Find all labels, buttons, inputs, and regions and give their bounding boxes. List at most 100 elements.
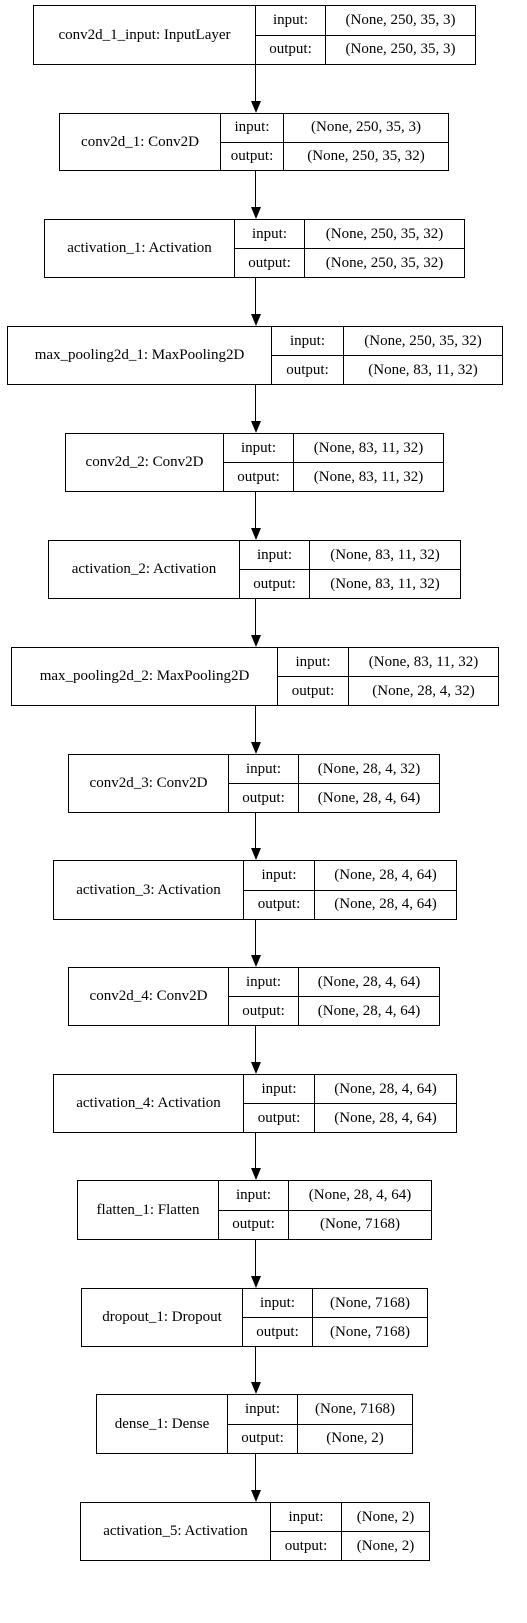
input-shape: (None, 28, 4, 64) [299, 968, 439, 997]
output-label: output: [291, 682, 335, 699]
output-label: output: [256, 1323, 299, 1340]
input-label: input: [271, 1503, 341, 1532]
input-label: input: [235, 220, 304, 249]
input-shape: (None, 250, 35, 32) [344, 327, 502, 356]
edge-line [255, 1454, 256, 1490]
arrow-down-icon [250, 101, 261, 113]
edge-line [255, 1240, 256, 1276]
output-label: output: [237, 468, 280, 485]
edge-line [255, 920, 256, 955]
layer-name: max_pooling2d_2: MaxPooling2D [12, 648, 278, 705]
edge-line [255, 278, 256, 314]
layer-name: conv2d_1: Conv2D [60, 114, 221, 170]
edge-line [255, 813, 256, 848]
input-shape: (None, 28, 4, 64) [315, 1075, 456, 1104]
edge-line [255, 599, 256, 635]
layer-name: conv2d_1_input: InputLayer [34, 6, 256, 64]
input-label: input: [219, 1181, 288, 1211]
input-label: input: [221, 114, 283, 143]
layer-name: max_pooling2d_1: MaxPooling2D [8, 327, 272, 384]
output-label: output: [284, 1537, 328, 1554]
output-shape: (None, 28, 4, 64) [317, 789, 421, 806]
layer-name: dense_1: Dense [97, 1395, 228, 1453]
arrow-down-icon [250, 421, 261, 433]
input-label: input: [272, 327, 343, 356]
input-shape: (None, 28, 4, 32) [299, 755, 439, 784]
output-shape: (None, 28, 4, 32) [372, 682, 475, 699]
arrow-down-icon [250, 1168, 261, 1180]
input-shape: (None, 83, 11, 32) [294, 434, 443, 463]
output-label: output: [232, 1216, 275, 1233]
input-shape: (None, 7168) [298, 1395, 412, 1425]
output-label: output: [253, 575, 296, 592]
layer-name: activation_3: Activation [54, 861, 244, 919]
input-label: input: [228, 1395, 297, 1425]
input-label: input: [240, 541, 309, 570]
output-shape: (None, 28, 4, 64) [334, 896, 437, 913]
edge-line [255, 385, 256, 421]
output-label: output: [230, 147, 274, 164]
input-label: input: [244, 861, 314, 891]
output-shape: (None, 83, 11, 32) [368, 361, 478, 378]
input-shape: (None, 250, 35, 3) [326, 6, 475, 36]
output-label: output: [257, 1109, 301, 1126]
input-shape: (None, 28, 4, 64) [289, 1181, 431, 1211]
input-shape: (None, 7168) [313, 1289, 427, 1318]
arrow-down-icon [250, 1490, 261, 1502]
output-shape: (None, 7168) [320, 1216, 400, 1233]
output-shape: (None, 83, 11, 32) [313, 468, 424, 485]
input-label: input: [278, 648, 348, 677]
arrow-down-icon [250, 848, 261, 860]
input-shape: (None, 28, 4, 64) [315, 861, 456, 891]
layer-name: conv2d_3: Conv2D [69, 755, 229, 812]
input-shape: (None, 83, 11, 32) [349, 648, 498, 677]
output-label: output: [248, 254, 291, 271]
layer-name: dropout_1: Dropout [82, 1289, 243, 1346]
layer-name: activation_2: Activation [49, 541, 240, 598]
input-label: input: [244, 1075, 314, 1104]
input-label: input: [229, 755, 298, 784]
input-shape: (None, 250, 35, 32) [305, 220, 464, 249]
output-label: output: [257, 896, 301, 913]
edge-line [255, 492, 256, 528]
layer-name: flatten_1: Flatten [78, 1181, 219, 1239]
input-label: input: [229, 968, 298, 997]
output-shape: (None, 2) [326, 1430, 384, 1447]
arrow-down-icon [250, 1276, 261, 1288]
input-label: input: [256, 6, 325, 36]
arrow-down-icon [250, 1382, 261, 1394]
arrow-down-icon [250, 207, 261, 219]
edge-line [255, 1347, 256, 1382]
layer-name: activation_5: Activation [81, 1503, 271, 1560]
arrow-down-icon [250, 528, 261, 540]
output-shape: (None, 28, 4, 64) [334, 1109, 437, 1126]
input-shape: (None, 2) [342, 1503, 429, 1532]
output-shape: (None, 250, 35, 3) [345, 41, 456, 58]
output-shape: (None, 28, 4, 64) [317, 1002, 421, 1019]
arrow-down-icon [250, 314, 261, 326]
output-label: output: [269, 41, 312, 58]
edge-line [255, 171, 256, 207]
output-shape: (None, 83, 11, 32) [330, 575, 440, 592]
input-shape: (None, 250, 35, 3) [284, 114, 448, 143]
edge-line [255, 1026, 256, 1062]
layer-name: conv2d_2: Conv2D [66, 434, 224, 491]
input-label: input: [224, 434, 293, 463]
output-shape: (None, 7168) [330, 1323, 410, 1340]
arrow-down-icon [250, 742, 261, 754]
layer-name: activation_4: Activation [54, 1075, 244, 1132]
